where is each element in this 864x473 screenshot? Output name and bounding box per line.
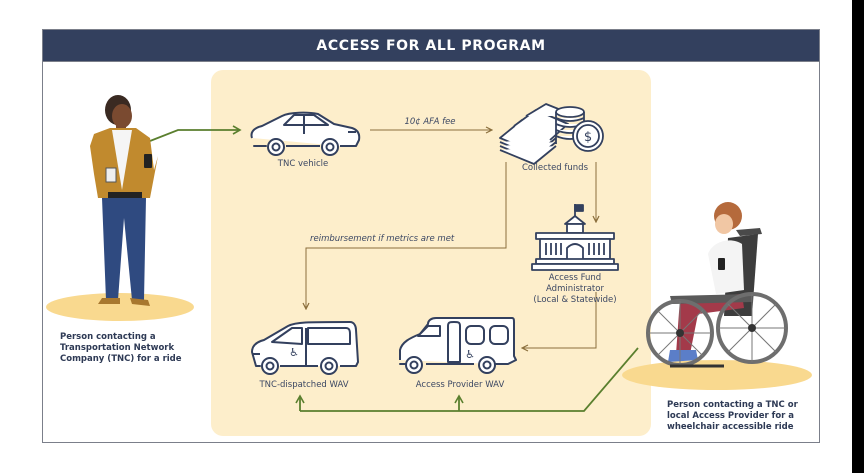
svg-text:♿: ♿ [465,348,475,361]
car-icon [250,111,361,156]
rider-ground-shadow [46,293,194,321]
wheelchair-van-icon: ♿ [251,321,359,375]
administrator-label-line-3: (Local & Statewide) [533,295,617,305]
money-coins-icon: $ [499,103,604,165]
wheelchair-rider-caption-line-2: local Access Provider for a [667,411,795,421]
rider-to-tnc-vehicle-arrow [149,125,242,142]
administrator-label-line-1: Access Fund [548,273,602,283]
rider-caption-line-1: Person contacting a [60,332,156,342]
wheelchair-bus-icon: ♿ [399,317,517,374]
reimbursement-arrow [306,162,507,309]
rider-caption-line-3: Company (TNC) for a ride [60,354,182,364]
svg-text:♿: ♿ [289,346,299,359]
rider-caption: Person contacting a Transportation Netwo… [60,332,182,365]
wheelchair-rider-caption: Person contacting a TNC or local Access … [667,400,798,433]
tnc-wav-label: TNC-dispatched WAV [259,380,349,390]
fee-label: 10¢ AFA fee [404,117,456,127]
tnc-vehicle-label: TNC vehicle [277,159,329,169]
title-bar: ACCESS FOR ALL PROGRAM [42,29,820,62]
wheelchair-rider-caption-line-3: wheelchair accessible ride [667,422,794,432]
diagram-title: ACCESS FOR ALL PROGRAM [316,37,546,54]
provider-wav-label: Access Provider WAV [415,380,505,390]
collected-funds-label: Collected funds [521,163,588,173]
image-edge-strip [852,0,864,473]
wheelchair-rider-request-line [300,347,639,412]
svg-text:$: $ [584,130,592,145]
person-with-phone-illustration [90,95,158,306]
reimbursement-label: reimbursement if metrics are met [310,234,455,244]
administrator-label-line-2: Administrator [546,284,604,294]
rider-caption-line-2: Transportation Network [60,343,175,353]
administrator-to-provider-arrow [522,292,597,348]
wheelchair-rider-caption-line-1: Person contacting a TNC or [667,400,798,410]
wheelchair-user-illustration [646,202,788,368]
government-building-icon [531,204,619,271]
